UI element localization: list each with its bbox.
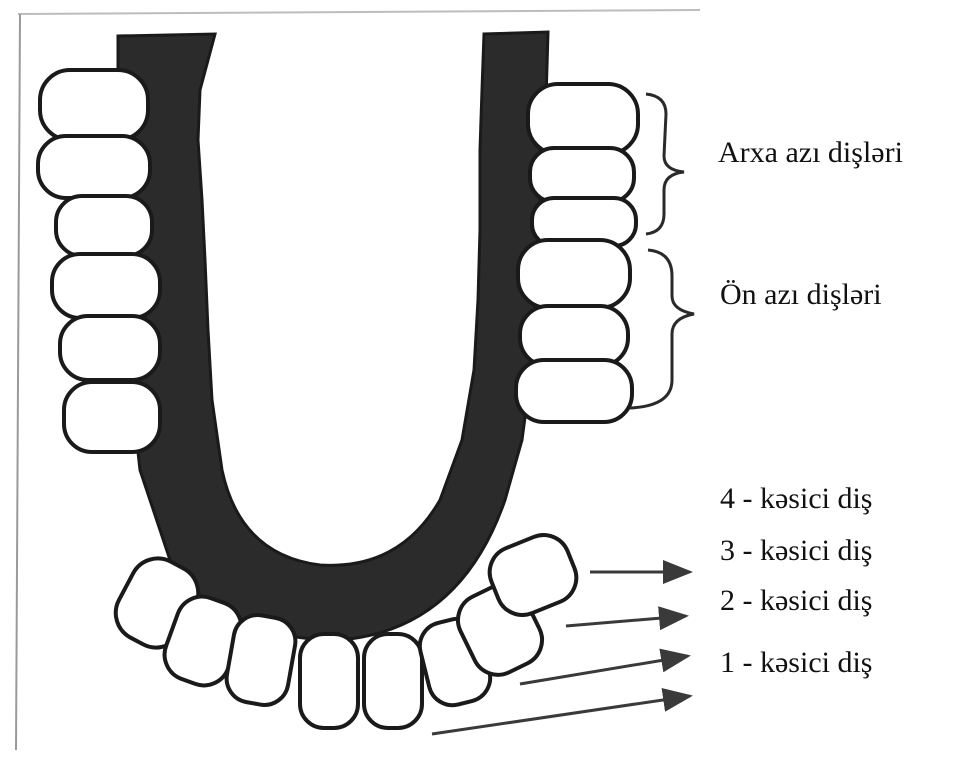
- premolars-label: Ön azı dişləri: [720, 280, 882, 310]
- left-teeth: [38, 70, 160, 452]
- paper-edge-left: [16, 14, 20, 750]
- tooth-right-1: [528, 84, 638, 154]
- molars-label: Arxa azı dişləri: [718, 138, 903, 168]
- incisor-4-label: 4 - kəsici diş: [720, 484, 872, 514]
- molars-brace: [646, 94, 684, 234]
- tooth-left-4: [52, 254, 160, 318]
- arrow-incisor-2: [520, 656, 688, 684]
- incisor-3-label: 3 - kəsici diş: [720, 536, 872, 566]
- tooth-left-1: [40, 70, 148, 140]
- right-teeth: [516, 84, 638, 422]
- tooth-left-2: [38, 136, 150, 198]
- incisor-2-label: 2 - kəsici diş: [720, 586, 872, 616]
- tooth-left-6: [64, 382, 160, 452]
- tooth-right-2: [530, 148, 634, 202]
- paper-edge-top: [18, 10, 700, 14]
- tooth-right-5: [520, 306, 628, 366]
- front-tooth-5: [364, 634, 422, 728]
- premolars-brace: [630, 250, 694, 408]
- tooth-right-6: [516, 360, 632, 422]
- tooth-right-4: [518, 240, 630, 308]
- arrow-incisor-3: [566, 616, 686, 626]
- incisor-1-label: 1 - kəsici diş: [720, 648, 872, 678]
- gum-arch: [118, 32, 548, 640]
- tooth-left-3: [56, 196, 152, 256]
- front-tooth-4: [300, 634, 358, 728]
- tooth-left-5: [60, 316, 160, 380]
